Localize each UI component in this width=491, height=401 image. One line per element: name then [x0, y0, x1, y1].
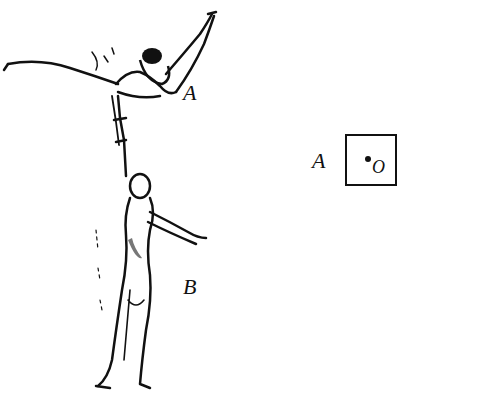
- foot-line: [208, 12, 216, 14]
- sketch-marks: [92, 48, 114, 70]
- centre-dot: [365, 156, 371, 162]
- sketch-marks: [96, 230, 102, 310]
- leg-line: [176, 16, 214, 92]
- side-arm: [148, 222, 196, 244]
- figure-label: B: [183, 276, 196, 298]
- leg-line: [124, 290, 144, 360]
- raised-arm: [118, 96, 126, 176]
- shading: [128, 238, 142, 258]
- body-outline: [140, 198, 153, 388]
- head-outline: [130, 174, 150, 198]
- hand-line: [4, 64, 8, 70]
- foot-line: [96, 386, 110, 388]
- head-outline: [140, 60, 169, 84]
- figure-label: A: [183, 82, 196, 104]
- body-square: O: [345, 134, 397, 186]
- side-arm: [150, 212, 206, 238]
- head-fill: [142, 48, 162, 64]
- torso-line: [118, 92, 160, 97]
- wrist-marks: [114, 118, 126, 142]
- point-label: O: [372, 158, 385, 176]
- body-outline: [98, 198, 130, 386]
- arm-line: [8, 62, 118, 84]
- body-label: A: [312, 150, 325, 172]
